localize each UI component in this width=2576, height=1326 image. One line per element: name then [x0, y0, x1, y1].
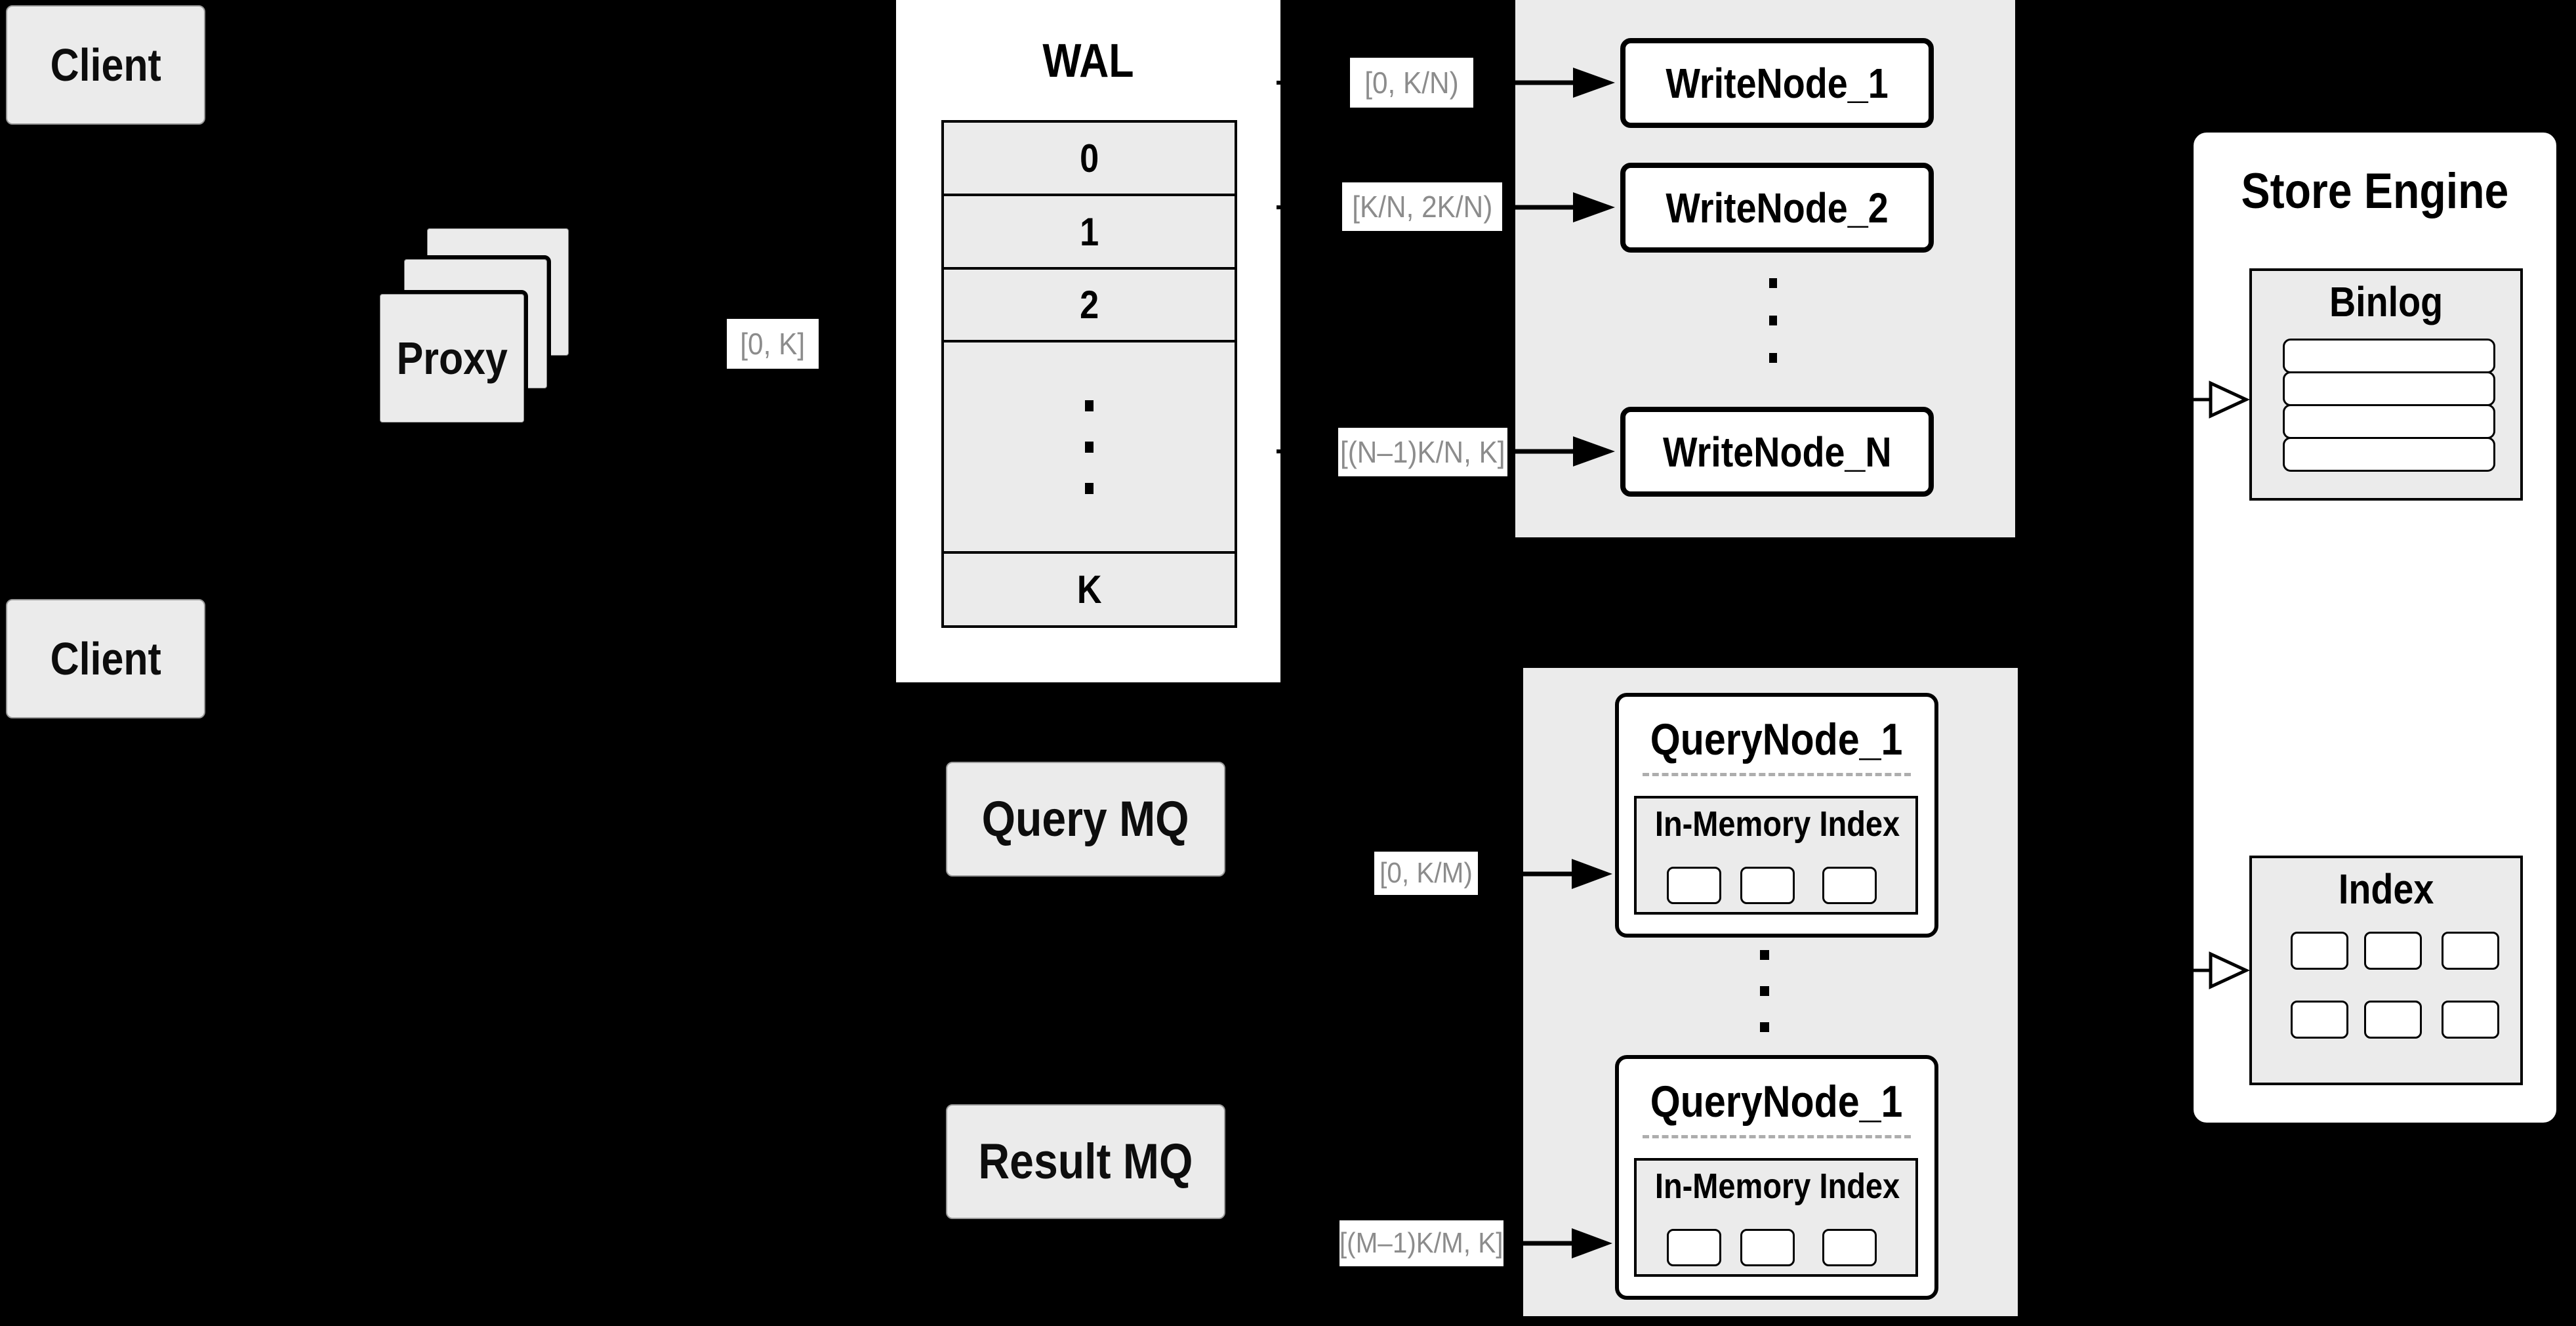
querynode-1-title: QueryNode_1: [1650, 715, 1903, 764]
index-cell: [2291, 1001, 2348, 1039]
memory-index-cell: [1740, 867, 1795, 904]
wal-cell-2: 2: [944, 267, 1235, 340]
range-label-proxy: [0, K]: [727, 319, 819, 369]
store-engine-title: Store Engine: [2241, 163, 2509, 219]
wal-cell-k: K: [944, 551, 1235, 625]
wal-to-label-lines: [1277, 81, 1349, 453]
wal-panel: WAL 0 1 2 K: [896, 0, 1280, 682]
querynode-1-box: QueryNode_1 In-Memory Index: [1615, 693, 1938, 938]
range-label-writenode-2: [K/N, 2K/N): [1342, 182, 1502, 231]
binlog-box: Binlog: [2249, 268, 2523, 501]
querynode-1-memory-index-box: In-Memory Index: [1634, 796, 1918, 915]
querynode-1-divider: [1643, 773, 1911, 776]
binlog-row: [2283, 371, 2495, 406]
querynode-1-memory-index-title: In-Memory Index: [1654, 804, 1900, 844]
memory-index-cell: [1667, 1229, 1721, 1266]
binlog-title: Binlog: [2329, 278, 2443, 325]
index-cell: [2291, 932, 2348, 970]
proxy-label: Proxy: [396, 333, 508, 384]
querynode-2-title: QueryNode_1: [1650, 1077, 1903, 1127]
memory-index-cell: [1822, 867, 1877, 904]
index-box: Index: [2249, 856, 2523, 1085]
memory-index-cell: [1740, 1229, 1795, 1266]
wal-ellipsis-cell: [944, 340, 1235, 551]
binlog-rows: [2283, 339, 2495, 472]
memory-index-cell: [1667, 867, 1721, 904]
wal-title: WAL: [1042, 35, 1134, 87]
result-mq-box: Result MQ: [946, 1104, 1225, 1219]
client-bottom-label: Client: [50, 633, 161, 684]
querynode-2-memory-index-title: In-Memory Index: [1654, 1167, 1900, 1206]
wal-ellipsis: [1085, 400, 1094, 494]
querynode-2-box: QueryNode_1 In-Memory Index: [1615, 1055, 1938, 1300]
querynode-2-divider: [1643, 1135, 1911, 1138]
range-label-writenode-n: [(N–1)K/N, K]: [1338, 428, 1507, 476]
writenode-1-box: WriteNode_1: [1620, 38, 1934, 128]
index-cell: [2442, 1001, 2499, 1039]
proxy-box-front: Proxy: [376, 290, 528, 426]
binlog-row: [2283, 339, 2495, 373]
write-nodes-ellipsis: [1769, 278, 1777, 363]
wal-table: 0 1 2 K: [941, 120, 1237, 628]
querynode-2-memory-index-box: In-Memory Index: [1634, 1158, 1918, 1277]
range-label-writenode-1: [0, K/N): [1350, 58, 1473, 108]
range-label-querynode-1: [0, K/M): [1374, 852, 1478, 895]
index-title: Index: [2338, 865, 2434, 913]
index-cell: [2442, 932, 2499, 970]
memory-index-cell: [1822, 1229, 1877, 1266]
binlog-row: [2283, 437, 2495, 472]
client-top-box: Client: [6, 5, 205, 125]
binlog-row: [2283, 404, 2495, 439]
wal-cell-0: 0: [944, 123, 1235, 194]
store-engine-panel: Store Engine Binlog Index: [2190, 129, 2560, 1127]
query-nodes-ellipsis: [1760, 950, 1769, 1032]
range-label-querynode-2: [(M–1)K/M, K]: [1339, 1220, 1503, 1266]
client-bottom-box: Client: [6, 599, 205, 718]
writenode-n-box: WriteNode_N: [1620, 407, 1934, 497]
index-cell: [2364, 1001, 2422, 1039]
writenode-2-box: WriteNode_2: [1620, 163, 1934, 253]
client-top-label: Client: [50, 39, 161, 91]
query-mq-box: Query MQ: [946, 762, 1225, 877]
wal-cell-1: 1: [944, 194, 1235, 267]
index-cell: [2364, 932, 2422, 970]
